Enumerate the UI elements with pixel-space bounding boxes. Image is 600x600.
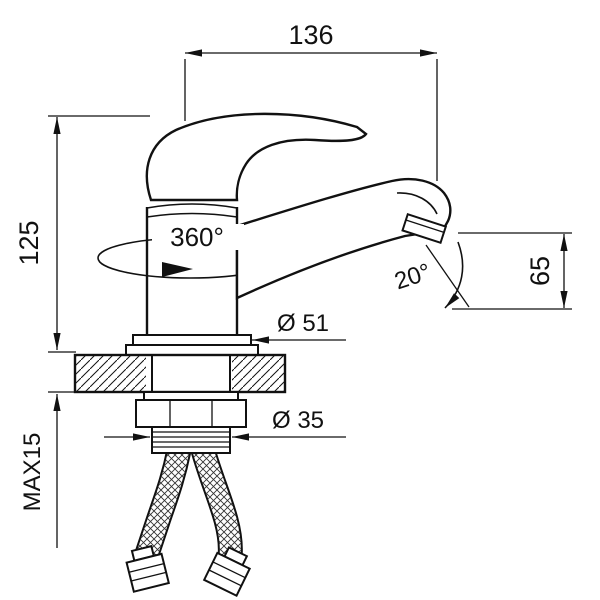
dim-label-136: 136 xyxy=(288,20,333,50)
dim-label-125: 125 xyxy=(14,220,44,265)
dimension-136: 136 xyxy=(184,20,438,181)
connector-rib xyxy=(212,561,246,579)
label-backing xyxy=(152,224,244,250)
base-flange-lower xyxy=(125,344,259,356)
dimension-max15: MAX15 xyxy=(19,391,76,548)
dimension-65: 65 xyxy=(452,232,572,310)
dimension-125: 125 xyxy=(14,115,150,353)
aerator-seam xyxy=(405,219,445,233)
threaded-shank xyxy=(151,426,231,454)
shank-diameter-label: Ø 35 xyxy=(272,407,324,434)
shank-body xyxy=(151,426,231,454)
max-thickness-label: MAX15 xyxy=(19,433,46,512)
connector-rib xyxy=(208,569,242,587)
aerator xyxy=(401,213,448,245)
hose-connector-left xyxy=(125,544,170,593)
spout-angle-annotation: 20° xyxy=(391,241,470,309)
base-flange-upper xyxy=(132,334,252,346)
supply-hose-right xyxy=(190,446,243,559)
deck-hatch-right xyxy=(232,356,284,391)
connector-rib xyxy=(131,571,167,582)
body-seam xyxy=(146,212,238,218)
flange-diameter-annotation: Ø 51 xyxy=(252,310,346,344)
water-flow-arrow xyxy=(444,241,464,309)
faucet-spout xyxy=(235,177,452,300)
flange-diameter-label: Ø 51 xyxy=(277,310,329,337)
deck-hatch-left xyxy=(76,356,146,391)
mounting-deck xyxy=(73,353,287,394)
supply-hose-left xyxy=(134,447,192,561)
spout-angle-label: 20° xyxy=(391,258,434,295)
angle-reference-line xyxy=(425,244,470,308)
hex-locknut xyxy=(135,399,247,428)
aerator-body xyxy=(401,213,448,245)
connector-rib xyxy=(128,562,165,573)
spout-seam xyxy=(396,192,438,215)
dim-label-65: 65 xyxy=(525,256,555,286)
faucet-handle-lever xyxy=(145,112,368,202)
body-seam xyxy=(146,203,238,209)
shank-diameter-annotation: Ø 35 xyxy=(104,407,346,441)
connector-body xyxy=(125,552,170,593)
hose-connector-right xyxy=(202,546,252,598)
hose-braid xyxy=(192,447,241,559)
nut-body xyxy=(135,399,247,428)
washer xyxy=(143,391,239,401)
swivel-label: 360° xyxy=(170,222,224,252)
rotation-arrow-icon xyxy=(162,262,193,277)
